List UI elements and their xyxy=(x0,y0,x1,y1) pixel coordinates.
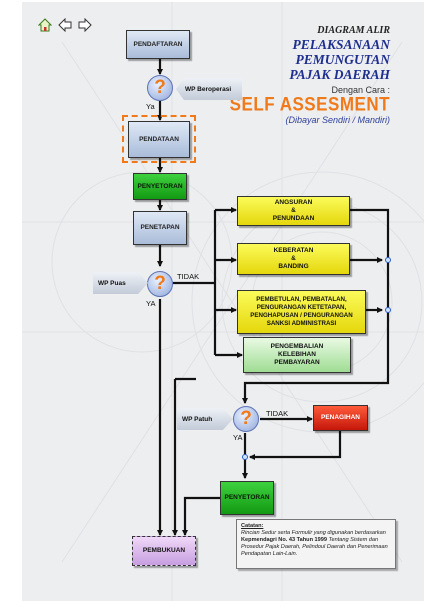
diagram-title: DIAGRAM ALIR xyxy=(317,25,390,36)
note-box: Catatan: Rincian Sedur serta Formulir ya… xyxy=(236,519,396,569)
method-prefix: Dengan Cara : xyxy=(331,85,390,95)
forward-arrow-icon[interactable] xyxy=(78,18,92,32)
back-arrow-icon[interactable] xyxy=(58,18,72,32)
decision-puas: ? xyxy=(147,271,173,297)
method-note: (Dibayar Sendiri / Mandiri) xyxy=(285,115,390,125)
node-pembetulan: PEMBETULAN, PEMBATALAN, PENGURANGAN KETE… xyxy=(237,290,366,334)
input-wp-beroperasi: WP Beroperasi xyxy=(176,78,242,100)
node-penyetoran-2: PENYETORAN xyxy=(220,481,274,515)
node-pembukuan: PEMBUKUAN xyxy=(132,536,196,566)
method-title: SELF ASSESMENT xyxy=(229,93,390,115)
node-pendaftaran: PENDAFTARAN xyxy=(126,30,190,59)
note-text-c: Tentang Sistem dan Prosedur Pajak Daerah… xyxy=(241,537,388,557)
decision-patuh: ? xyxy=(233,406,259,432)
node-angsuran: ANGSURAN & PENUNDAAN xyxy=(237,196,350,226)
diagram-subtitle: PELAKSANAAN PEMUNGUTAN PAJAK DAERAH xyxy=(289,37,390,82)
node-keberatan: KEBERATAN & BANDING xyxy=(237,243,350,275)
node-pengembalian: PENGEMBALIAN KELEBIHAN PEMBAYARAN xyxy=(243,337,351,373)
label-tidak-2: TIDAK xyxy=(266,409,289,418)
note-heading: Catatan: xyxy=(241,523,264,529)
highlight-frame xyxy=(122,115,196,163)
node-penyetoran-1: PENYETORAN xyxy=(133,173,187,200)
label-ya-1: Ya xyxy=(146,102,155,111)
note-text-b: Kepmendagri No. 43 Tahun 1999 xyxy=(241,537,328,543)
label-ya-3: YA xyxy=(233,433,243,442)
label-tidak-1: TIDAK xyxy=(177,272,200,281)
node-penetapan: PENETAPAN xyxy=(133,211,187,245)
input-wp-patuh: WP Patuh xyxy=(177,408,233,430)
note-text-a: Rincian Sedur serta Formulir yang diguna… xyxy=(241,530,386,536)
label-ya-2: YA xyxy=(146,299,156,308)
decision-operasi: ? xyxy=(147,75,173,101)
node-penagihan: PENAGIHAN xyxy=(313,405,368,431)
home-icon[interactable] xyxy=(38,18,52,32)
node-pendataan: PENDATAAN xyxy=(128,121,190,158)
input-wp-puas: WP Puas xyxy=(93,272,148,294)
